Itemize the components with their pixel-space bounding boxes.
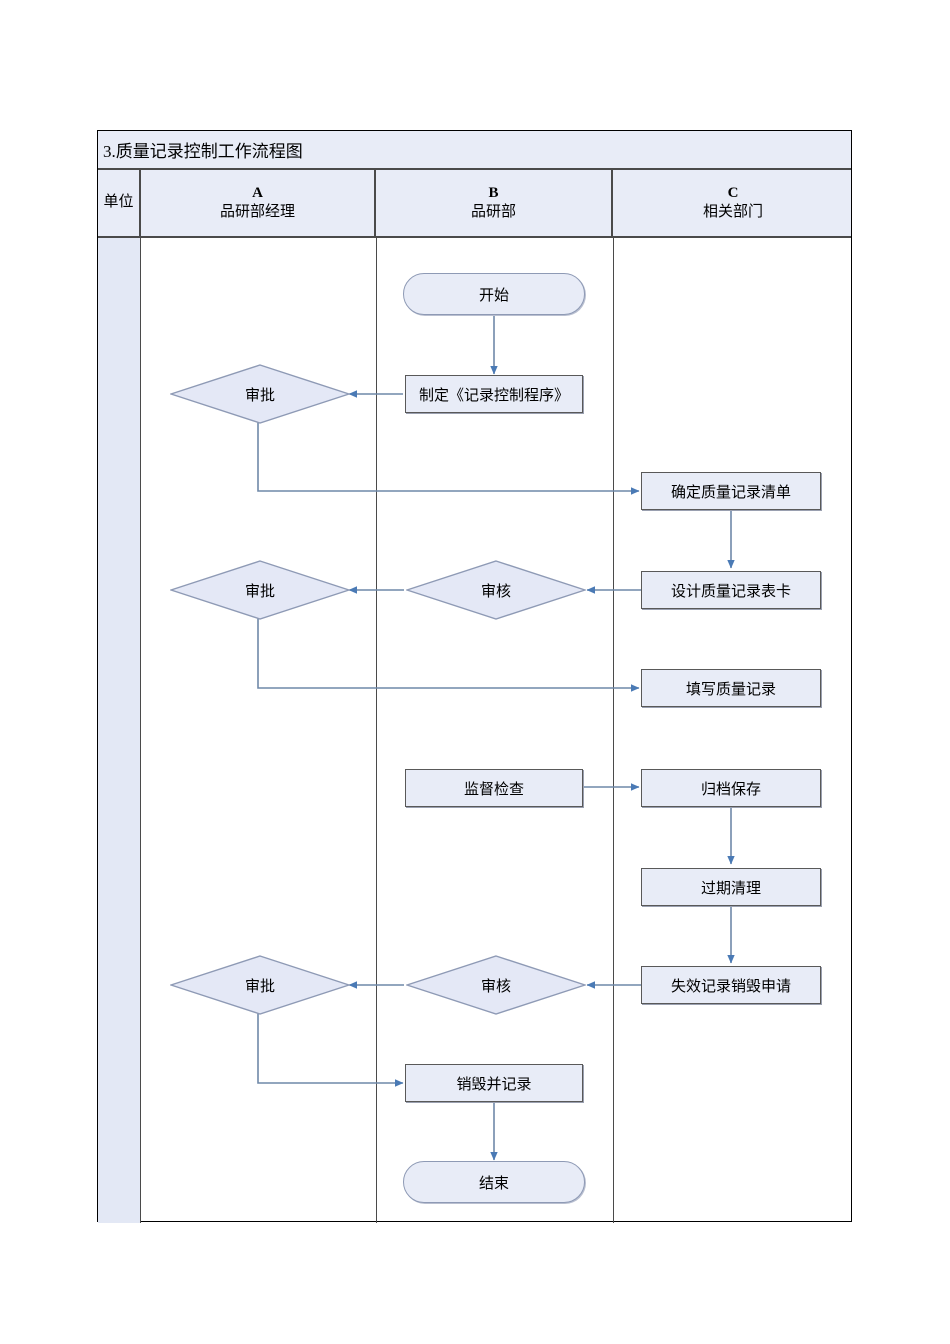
- node-review-2[interactable]: 审核: [406, 955, 586, 1015]
- node-label: 失效记录销毁申请: [670, 978, 791, 995]
- lane-body-region: [98, 238, 851, 1223]
- node-supervision-inspection[interactable]: 监督检查: [405, 769, 583, 807]
- lane-c-name: 相关部门: [702, 204, 763, 220]
- unit-column-fill: [98, 238, 141, 1223]
- header-cell-lane-c: C 相关部门: [613, 170, 853, 236]
- node-label: 监督检查: [463, 781, 524, 798]
- node-end-terminator[interactable]: 结束: [403, 1161, 585, 1203]
- header-cell-lane-b: B 品研部: [376, 170, 613, 236]
- lane-b-code: B: [488, 184, 499, 201]
- diamond-shape-icon: [170, 364, 350, 424]
- node-label: 填写质量记录: [685, 681, 776, 698]
- node-label: 审批: [244, 978, 275, 995]
- node-label: 结束: [478, 1175, 509, 1192]
- node-label: 销毁并记录: [456, 1076, 532, 1093]
- header-cell-lane-a: A 品研部经理: [141, 170, 376, 236]
- node-destroy-and-record[interactable]: 销毁并记录: [405, 1064, 583, 1102]
- page-title: 3.质量记录控制工作流程图: [103, 142, 303, 161]
- lane-c-code: C: [727, 184, 739, 201]
- node-label: 确定质量记录清单: [670, 484, 791, 501]
- node-expired-cleanup[interactable]: 过期清理: [641, 868, 821, 906]
- node-label: 审批: [244, 583, 275, 600]
- node-label: 开始: [478, 287, 509, 304]
- node-label: 审批: [244, 387, 275, 404]
- node-approval-2[interactable]: 审批: [170, 560, 350, 620]
- node-label: 制定《记录控制程序》: [418, 387, 569, 404]
- node-approval-3[interactable]: 审批: [170, 955, 350, 1015]
- node-label: 归档保存: [700, 781, 761, 798]
- diamond-shape-icon: [406, 560, 586, 620]
- node-label: 审核: [480, 583, 511, 600]
- lane-b-name: 品研部: [470, 204, 516, 220]
- title-row: 3.质量记录控制工作流程图: [98, 131, 851, 170]
- node-label: 设计质量记录表卡: [670, 583, 791, 600]
- node-label: 审核: [480, 978, 511, 995]
- node-archive-storage[interactable]: 归档保存: [641, 769, 821, 807]
- lane-divider-b-c: [613, 238, 614, 1223]
- lane-header-row: 单位 A 品研部经理 B 品研部 C 相关部门: [98, 170, 851, 238]
- node-label: 过期清理: [700, 880, 761, 897]
- node-approval-1[interactable]: 审批: [170, 364, 350, 424]
- lane-divider-a-b: [376, 238, 377, 1223]
- node-obsolete-record-destruction-request[interactable]: 失效记录销毁申请: [641, 966, 821, 1004]
- lane-a-name: 品研部经理: [219, 204, 295, 220]
- diamond-shape-icon: [170, 560, 350, 620]
- unit-header-label: 单位: [103, 194, 134, 211]
- node-define-record-control-procedure[interactable]: 制定《记录控制程序》: [405, 375, 583, 413]
- node-review-1[interactable]: 审核: [406, 560, 586, 620]
- lane-a-code: A: [252, 184, 263, 201]
- diamond-shape-icon: [170, 955, 350, 1015]
- node-start-terminator[interactable]: 开始: [403, 273, 585, 315]
- header-cell-unit: 单位: [98, 170, 141, 236]
- node-fill-quality-record[interactable]: 填写质量记录: [641, 669, 821, 707]
- diamond-shape-icon: [406, 955, 586, 1015]
- node-determine-quality-record-list[interactable]: 确定质量记录清单: [641, 472, 821, 510]
- node-design-quality-record-form[interactable]: 设计质量记录表卡: [641, 571, 821, 609]
